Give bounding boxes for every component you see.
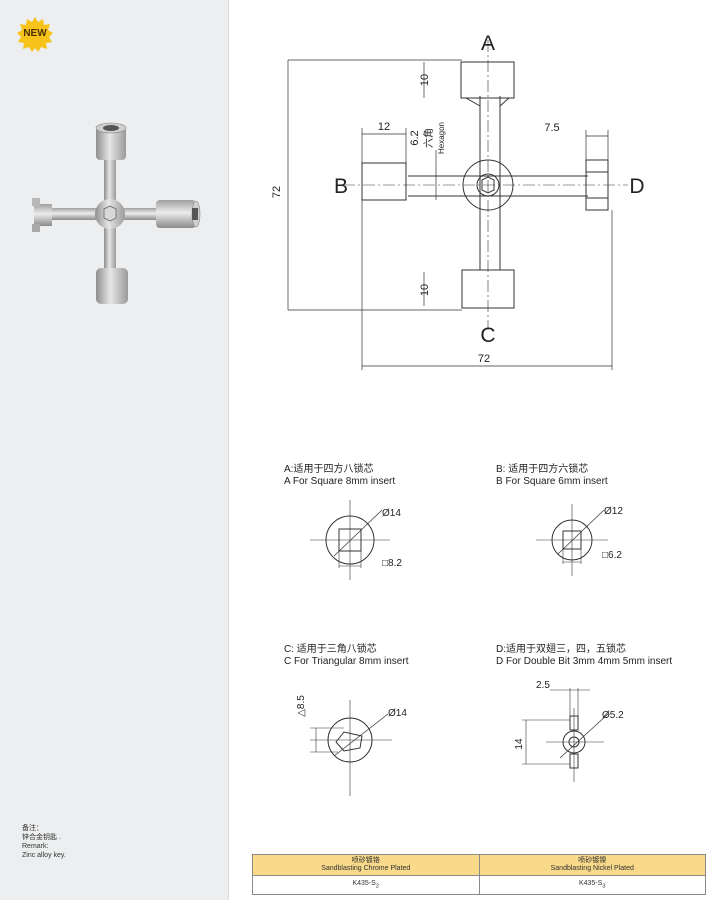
dim-left-end: 12	[378, 121, 390, 133]
detail-a-drawing: Ø14 □8.2	[310, 500, 402, 580]
remark-cn-title: 备注：	[22, 825, 43, 832]
detail-a-square: □8.2	[382, 558, 402, 569]
dim-bottom-end: 10	[419, 284, 431, 296]
end-label-b: B	[334, 175, 348, 198]
remark-cn-text: 锌合金钥匙 .	[22, 834, 61, 841]
detail-a-label: A:适用于四方八锁芯 A For Square 8mm insert	[284, 464, 395, 488]
detail-b-drawing: Ø12 □6.2	[536, 504, 623, 576]
finish-header-nickel: 喷砂镀镍 Sandblasting Nickel Plated	[478, 854, 706, 876]
sidebar: NEW	[0, 0, 229, 900]
detail-d-en: D For Double Bit 3mm 4mm 5mm insert	[496, 656, 673, 667]
detail-c-drawing: Ø14 △8.5	[296, 695, 407, 796]
dim-top-end: 10	[419, 74, 431, 86]
detail-b-cn: B: 适用于四方六锁芯	[496, 464, 589, 475]
detail-c-en: C For Triangular 8mm insert	[284, 656, 409, 667]
finish-header-nickel-cn: 喷砂镀镍	[578, 857, 607, 864]
finish-header-nickel-en: Sandblasting Nickel Plated	[550, 865, 634, 872]
end-label-d: D	[629, 175, 644, 198]
detail-b-en: B For Square 6mm insert	[496, 476, 608, 487]
product-photo	[32, 122, 201, 304]
detail-a-en: A For Square 8mm insert	[284, 476, 396, 487]
end-label-c: C	[480, 324, 495, 347]
finish-code-nickel: K435-S3	[478, 875, 706, 895]
finish-table-header-row: 喷砂镀铬 Sandblasting Chrome Plated 喷砂镀镍 San…	[252, 854, 706, 876]
detail-d-label: D:适用于双翅三，四，五锁芯 D For Double Bit 3mm 4mm …	[496, 644, 672, 668]
finish-code-nickel-sub: 3	[602, 883, 606, 890]
finish-code-chrome: K435-S2	[252, 875, 480, 895]
dim-hex-size: 6.2	[409, 130, 421, 145]
dim-width: 72	[478, 353, 490, 365]
detail-c-cn: C: 适用于三角八锁芯	[284, 644, 377, 655]
finish-table-code-row: K435-S2 K435-S3	[252, 875, 706, 895]
finish-table: 喷砂镀铬 Sandblasting Chrome Plated 喷砂镀镍 San…	[252, 854, 706, 895]
detail-d-dia: Ø5.2	[602, 710, 624, 721]
detail-c-dia: Ø14	[388, 708, 407, 719]
detail-b-dia: Ø12	[604, 506, 623, 517]
detail-b-label: B: 适用于四方六锁芯 B For Square 6mm insert	[496, 464, 608, 488]
detail-c-triangle: △8.5	[296, 695, 307, 717]
detail-d-drawing: 2.5 Ø5.2 14	[514, 680, 624, 782]
main-technical-drawing: 72 72 10 10 12 6.2 六角 Hexagon 7.5 A C B …	[271, 32, 645, 370]
badge-starburst-icon	[17, 17, 53, 52]
remark: 备注： 锌合金钥匙 . Remark: Zinc alloy key.	[22, 824, 66, 860]
dim-height: 72	[271, 186, 283, 198]
detail-b-square: □6.2	[602, 550, 622, 561]
finish-header-chrome-cn: 喷砂镀铬	[351, 857, 380, 864]
detail-a-cn: A:适用于四方八锁芯	[284, 464, 374, 475]
new-badge: NEW	[16, 16, 54, 54]
dim-hex-en: Hexagon	[437, 122, 446, 154]
detail-a-dia: Ø14	[382, 508, 401, 519]
finish-header-chrome-en: Sandblasting Chrome Plated	[321, 865, 411, 872]
finish-code-chrome-sub: 2	[375, 883, 380, 890]
dim-right-end: 7.5	[544, 122, 559, 134]
finish-code-nickel-base: K435-S	[578, 880, 603, 888]
detail-d-cn: D:适用于双翅三，四，五锁芯	[496, 644, 626, 655]
remark-en-title: Remark:	[22, 843, 49, 850]
badge-label: NEW	[23, 28, 47, 39]
finish-header-chrome: 喷砂镀铬 Sandblasting Chrome Plated	[252, 854, 480, 876]
finish-code-chrome-base: K435-S	[352, 880, 376, 888]
detail-c-label: C: 适用于三角八锁芯 C For Triangular 8mm insert	[284, 644, 408, 668]
detail-d-bit: 2.5	[536, 680, 550, 691]
dim-hex-cn: 六角	[423, 128, 435, 148]
detail-d-height: 14	[514, 738, 525, 750]
end-label-a: A	[481, 32, 495, 55]
remark-en-text: Zinc alloy key.	[22, 852, 66, 859]
